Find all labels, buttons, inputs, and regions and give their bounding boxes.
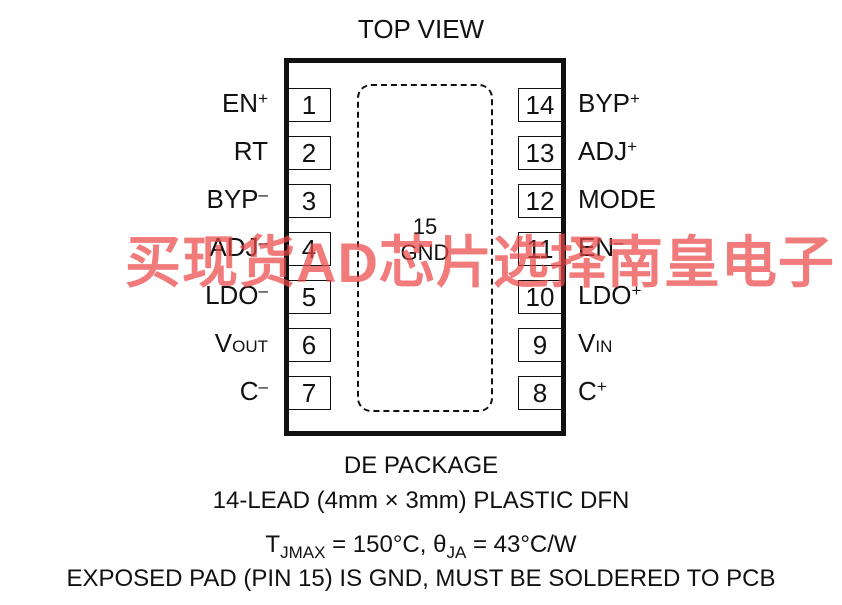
left-pin-label-2: RT xyxy=(234,134,268,168)
caption-thermal-thsub: JA xyxy=(446,543,467,562)
right-pin-label-sup: + xyxy=(596,377,607,396)
left-pin-3 xyxy=(287,184,331,218)
right-pin-8 xyxy=(518,376,562,410)
left-pin-6 xyxy=(287,328,331,362)
left-pin-5 xyxy=(287,280,331,314)
left-pin-label-sup: – xyxy=(258,377,268,396)
left-pin-label-7: C– xyxy=(240,374,268,408)
left-pin-number: 4 xyxy=(301,234,317,264)
caption-exposed-pad-note: EXPOSED PAD (PIN 15) IS GND, MUST BE SOL… xyxy=(66,565,776,592)
right-pin-label-main: EN xyxy=(578,232,615,262)
left-pin-label-main: EN xyxy=(221,88,259,118)
right-pin-label-sup: + xyxy=(631,281,642,300)
right-pin-number: 14 xyxy=(525,90,555,120)
right-pin-12 xyxy=(518,184,562,218)
right-pin-label-main: C xyxy=(578,376,597,406)
right-pin-14 xyxy=(518,88,562,122)
left-pin-label-5: LDO– xyxy=(205,278,268,312)
right-pin-label-sup: + xyxy=(627,137,638,156)
left-pin-4 xyxy=(287,232,331,266)
left-pin-7 xyxy=(287,376,331,410)
caption-thermal-tsub: JMAX xyxy=(280,543,326,562)
caption-package: DE PACKAGE xyxy=(343,452,499,479)
left-pin-number: 5 xyxy=(301,282,317,312)
left-pin-label-4: ADJ– xyxy=(209,230,268,264)
left-pin-label-main: RT xyxy=(233,136,268,166)
right-pin-label-sup: + xyxy=(630,89,640,108)
right-pin-label-sub: IN xyxy=(595,337,613,356)
left-pin-label-1: EN+ xyxy=(222,86,268,120)
right-pin-label-main: LDO xyxy=(578,280,632,310)
left-pin-number: 2 xyxy=(301,138,317,168)
right-pin-label-6: VIN xyxy=(578,326,612,360)
left-pin-label-main: ADJ xyxy=(209,232,259,262)
right-pin-number: 10 xyxy=(525,282,555,312)
left-pin-1 xyxy=(287,88,331,122)
right-pin-label-sup: – xyxy=(614,233,624,252)
left-pin-label-main: BYP xyxy=(206,184,259,214)
left-pin-label-main: LDO xyxy=(205,280,259,310)
exposed-pad xyxy=(357,84,493,412)
package-outline xyxy=(284,58,566,436)
right-pin-label-1: BYP+ xyxy=(578,86,640,120)
right-pin-label-3: MODE xyxy=(578,182,656,216)
left-pin-number: 6 xyxy=(301,330,317,360)
right-pin-label-7: C+ xyxy=(578,374,607,408)
left-pin-2 xyxy=(287,136,331,170)
right-pin-number: 8 xyxy=(532,378,548,408)
left-pin-label-main: V xyxy=(214,328,233,358)
left-pin-label-sub: OUT xyxy=(232,337,268,356)
right-pin-label-5: LDO+ xyxy=(578,278,641,312)
right-pin-label-main: ADJ xyxy=(578,136,628,166)
caption-thermal-t: T xyxy=(265,531,281,558)
right-pin-13 xyxy=(518,136,562,170)
left-pin-label-sup: – xyxy=(258,185,268,204)
right-pin-label-main: V xyxy=(578,328,596,358)
caption-lead-desc: 14-LEAD (4mm × 3mm) PLASTIC DFN xyxy=(212,487,630,514)
left-pin-label-sup: + xyxy=(258,89,268,108)
caption-thermal: TJMAX = 150°C, θJA = 43°C/W xyxy=(0,531,842,562)
right-pin-number: 9 xyxy=(532,330,548,360)
left-pin-label-6: VOUT xyxy=(215,326,268,360)
watermark-text: 买现货AD芯片选择南皇电子 xyxy=(125,231,835,294)
left-pin-number: 3 xyxy=(301,186,317,216)
right-pin-10 xyxy=(518,280,562,314)
right-pin-11 xyxy=(518,232,562,266)
left-pin-label-sup: – xyxy=(258,281,268,300)
right-pin-label-4: EN– xyxy=(578,230,624,264)
right-pin-number: 12 xyxy=(525,186,555,216)
exposed-pad-label: GND xyxy=(400,240,450,265)
caption-thermal-end: = 43°C/W xyxy=(466,531,577,558)
right-pin-label-main: MODE xyxy=(578,184,656,214)
exposed-pad-number: 15 xyxy=(412,214,438,239)
right-pin-label-main: BYP xyxy=(578,88,631,118)
caption-thermal-mid: = 150°C, θ xyxy=(325,531,447,558)
left-pin-number: 7 xyxy=(301,378,317,408)
right-pin-label-2: ADJ+ xyxy=(578,134,637,168)
right-pin-9 xyxy=(518,328,562,362)
right-pin-number: 11 xyxy=(526,234,554,264)
left-pin-label-main: C xyxy=(239,376,259,406)
right-pin-number: 13 xyxy=(525,138,555,168)
left-pin-number: 1 xyxy=(301,90,317,120)
left-pin-label-sup: – xyxy=(258,233,268,252)
left-pin-label-3: BYP– xyxy=(207,182,269,216)
view-title: TOP VIEW xyxy=(357,14,485,44)
